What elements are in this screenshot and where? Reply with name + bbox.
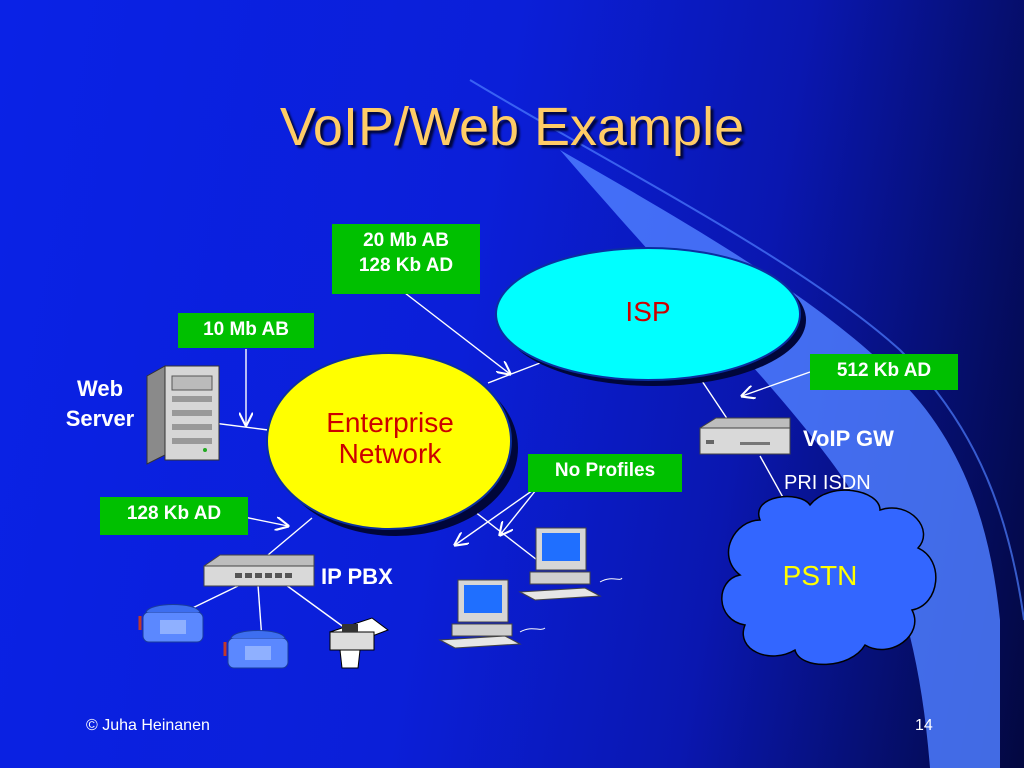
fax-icon — [329, 617, 390, 669]
footer-page-number: 14 — [915, 717, 933, 734]
phone-icon-2 — [223, 630, 289, 669]
pbx-link-label: 128 Kb AD — [100, 497, 248, 535]
enterprise-line-1: Enterprise — [326, 407, 454, 438]
arrow-isp-label — [404, 292, 510, 374]
web-server-label: Web Server — [50, 374, 150, 434]
enterprise-network — [266, 352, 512, 530]
arrow-pbx-label — [243, 516, 288, 526]
isp-link-label: 20 Mb AB 128 Kb AD — [332, 224, 480, 294]
web-link-label: 10 Mb AB — [178, 313, 314, 348]
gw-link-label: 512 Kb AD — [810, 354, 958, 390]
enterprise-line-2: Network — [338, 438, 442, 469]
connector-isp-enterprise — [487, 362, 541, 384]
enterprise-network-label: Enterprise Network — [290, 407, 490, 469]
voip-gateway-icon — [699, 417, 791, 455]
arrow-noprofiles-2 — [500, 489, 537, 535]
web-server-line-1: Web — [76, 376, 124, 401]
pri-isdn-label: PRI ISDN — [784, 472, 871, 494]
voip-gw-label: VoIP GW — [803, 426, 894, 451]
decorative-swoosh — [560, 150, 1000, 768]
computer-icon-1 — [518, 527, 623, 601]
isp-cloud — [495, 247, 801, 381]
web-server-line-2: Server — [65, 406, 135, 431]
arrow-gw-label — [742, 371, 811, 396]
isp-link-line-1: 20 Mb AB — [363, 230, 449, 251]
no-profiles-label: No Profiles — [528, 454, 682, 492]
pstn-cloud — [721, 489, 937, 666]
pstn-label: PSTN — [782, 560, 858, 591]
slide-title: VoIP/Web Example — [279, 97, 745, 157]
ip-pbx-icon — [203, 554, 315, 587]
connector-pbx-fax — [285, 584, 346, 629]
computer-icon-2 — [438, 579, 546, 649]
isp-label: ISP — [625, 296, 671, 327]
connector-enterprise-pbx — [261, 517, 313, 561]
isp-link-line-2: 128 Kb AD — [358, 255, 454, 276]
phone-icon-1 — [138, 604, 204, 643]
decorative-swoosh-edge — [469, 79, 1024, 621]
footer-copyright: © Juha Heinanen — [86, 717, 210, 734]
web-server-icon — [146, 365, 220, 465]
ip-pbx-label: IP PBX — [321, 564, 393, 589]
connector-isp-gw — [699, 377, 729, 421]
arrow-noprofiles-1 — [455, 487, 537, 545]
